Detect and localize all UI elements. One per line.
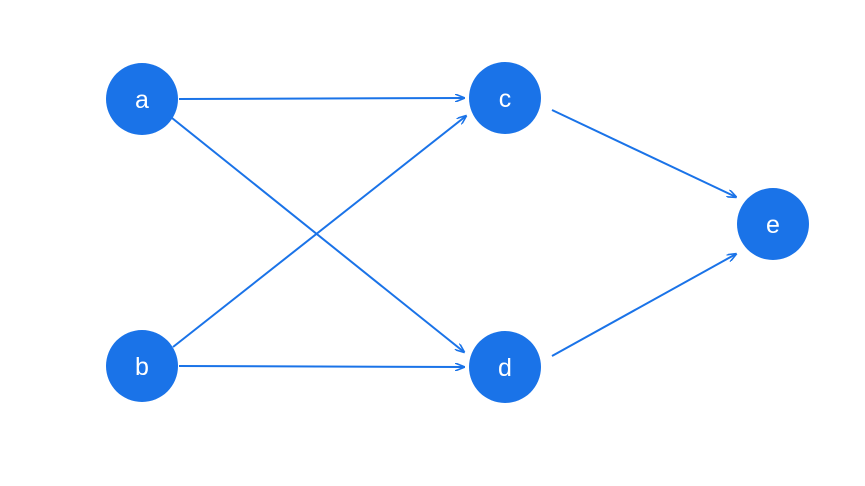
edge-b-d (178, 366, 464, 367)
node-c[interactable]: c (469, 62, 541, 134)
edge-a-d (171, 117, 464, 352)
node-circle-b[interactable] (106, 330, 178, 402)
node-label-e: e (766, 211, 780, 239)
node-circle-d[interactable] (469, 331, 541, 403)
edge-d-e (551, 254, 736, 357)
node-b[interactable]: b (106, 330, 178, 402)
edge-c-e (551, 109, 736, 197)
node-e[interactable]: e (737, 188, 809, 260)
node-label-a: a (135, 86, 149, 114)
node-label-c: c (499, 85, 512, 113)
node-a[interactable]: a (106, 63, 178, 135)
node-circle-a[interactable] (106, 63, 178, 135)
node-d[interactable]: d (469, 331, 541, 403)
edges-layer (171, 98, 736, 367)
node-label-d: d (498, 354, 512, 382)
nodes-layer: a b c d e (106, 62, 809, 403)
node-circle-e[interactable] (737, 188, 809, 260)
edge-b-c (172, 116, 466, 348)
node-circle-c[interactable] (469, 62, 541, 134)
node-label-b: b (135, 353, 149, 381)
edge-a-c (178, 98, 464, 99)
